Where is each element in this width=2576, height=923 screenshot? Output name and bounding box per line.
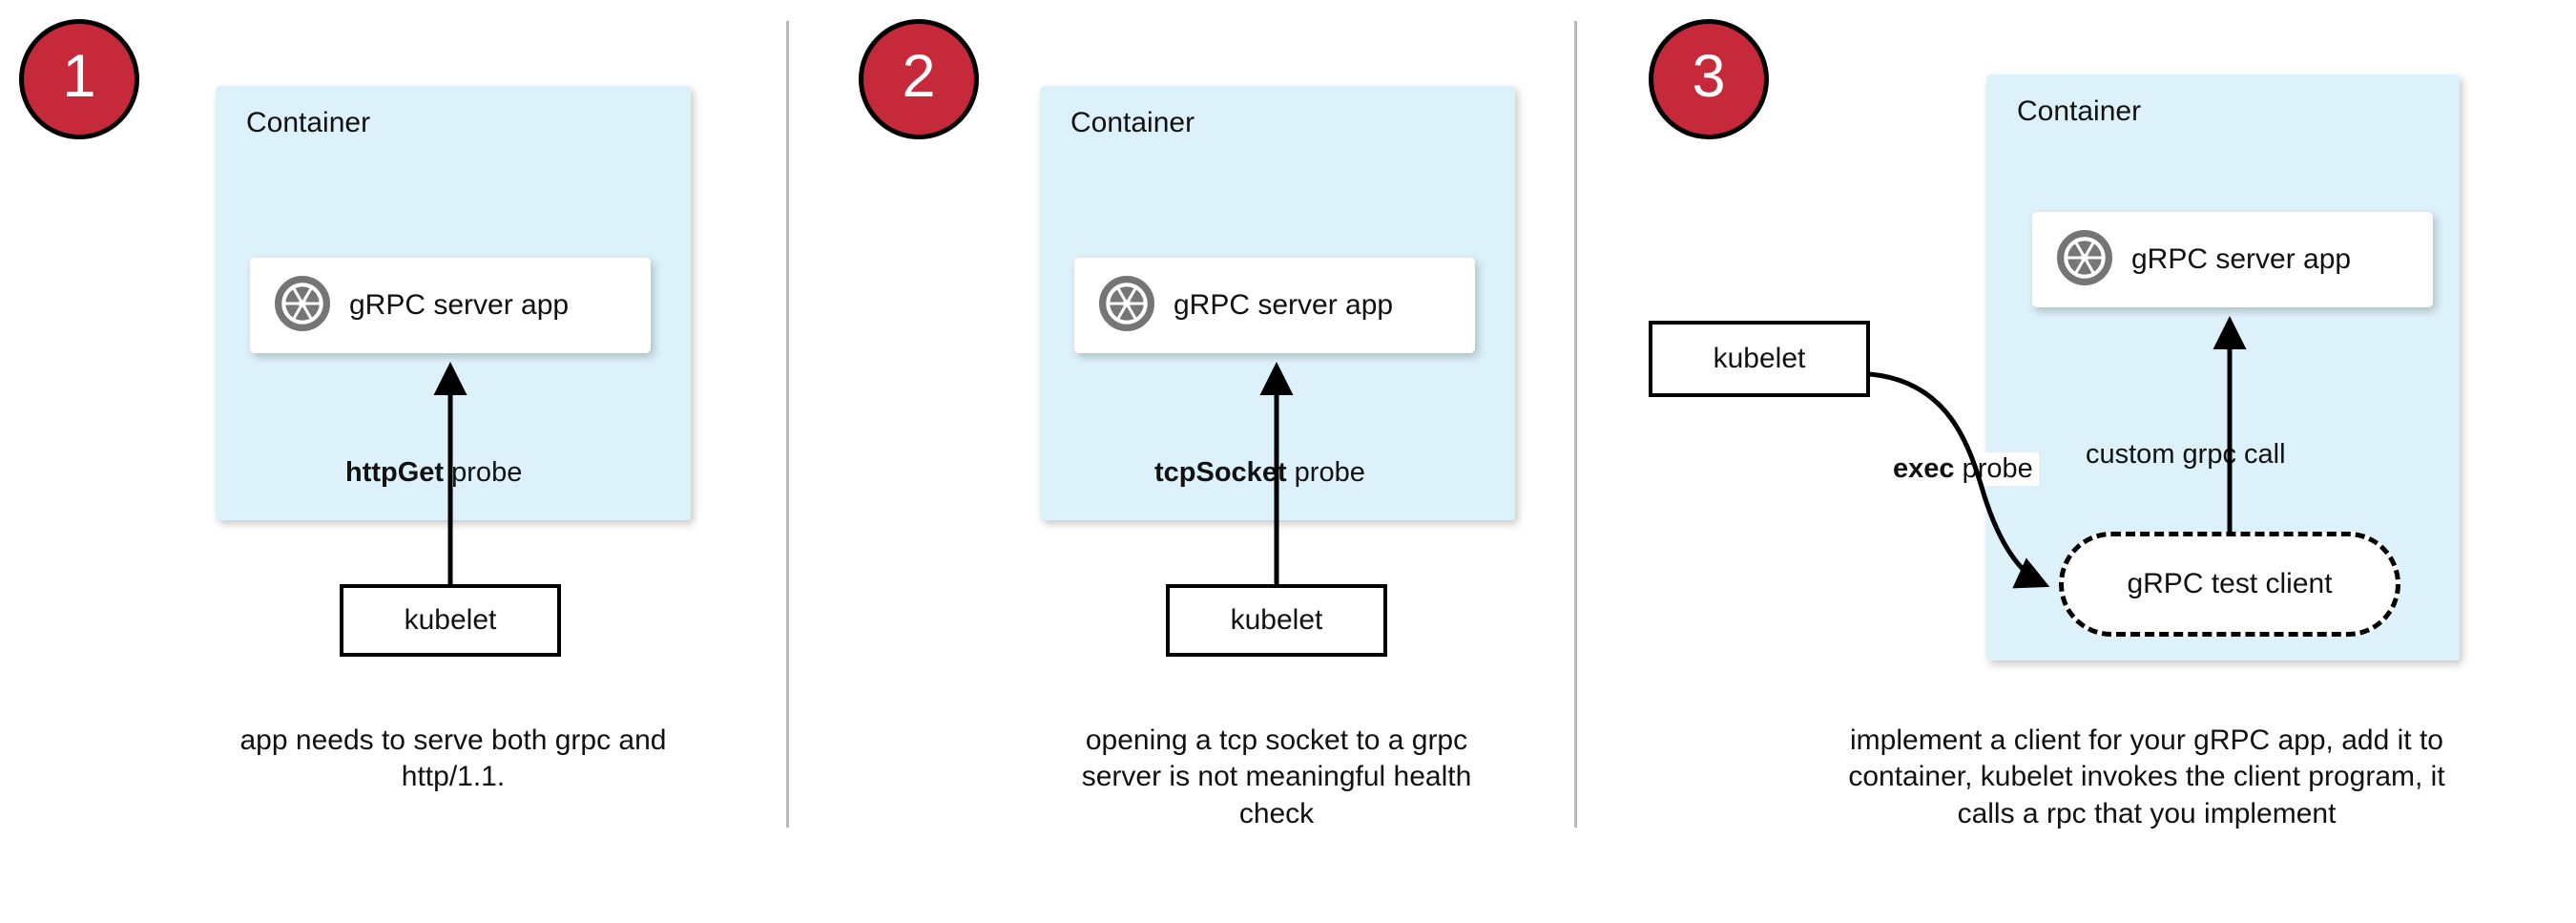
probe-keyword-2: tcpSocket	[1154, 457, 1287, 488]
panel-divider-1	[786, 21, 789, 828]
kubelet-box-1: kubelet	[340, 584, 561, 657]
kubelet-label-3: kubelet	[1713, 343, 1806, 374]
grpc-server-app-label-3: gRPC server app	[2131, 243, 2352, 275]
container-label-3: Container	[2017, 95, 2142, 127]
grpc-server-app-label-2: gRPC server app	[1174, 289, 1394, 321]
probe-suffix-1: probe	[444, 457, 523, 488]
custom-grpc-call-label: custom grpc call	[2080, 438, 2292, 472]
grpc-aperture-icon	[1099, 275, 1154, 336]
grpc-aperture-icon	[275, 275, 330, 336]
step-badge-1: 1	[19, 19, 139, 139]
kubelet-label-2: kubelet	[1230, 604, 1323, 636]
grpc-server-app-card-3: gRPC server app	[2032, 212, 2433, 307]
panel-caption-2: opening a tcp socket to a grpc server is…	[1081, 724, 1472, 829]
probe-label-2: tcpSocket probe	[1149, 456, 1371, 490]
step-badge-2-number: 2	[902, 42, 936, 110]
kubelet-label-1: kubelet	[404, 604, 497, 636]
container-label-1: Container	[246, 107, 371, 138]
kubelet-box-3: kubelet	[1649, 321, 1870, 397]
probe-suffix-2: probe	[1286, 457, 1365, 488]
grpc-server-app-label-1: gRPC server app	[349, 289, 570, 321]
grpc-test-client-pill: gRPC test client	[2059, 532, 2400, 637]
exec-probe-label: exec probe	[1887, 452, 2039, 486]
grpc-server-app-card-2: gRPC server app	[1074, 258, 1475, 353]
probe-keyword-1: httpGet	[345, 457, 445, 488]
probe-keyword-3: exec	[1893, 453, 1955, 484]
grpc-test-client-label: gRPC test client	[2127, 568, 2333, 599]
panel-caption-1: app needs to serve both grpc and http/1.…	[239, 724, 667, 793]
step-badge-2: 2	[859, 19, 979, 139]
panel-caption-3: implement a client for your gRPC app, ad…	[1848, 724, 2445, 829]
step-badge-3-number: 3	[1692, 42, 1726, 110]
step-badge-1-number: 1	[62, 42, 96, 110]
grpc-server-app-card-1: gRPC server app	[250, 258, 651, 353]
container-label-2: Container	[1070, 107, 1195, 138]
panel-divider-2	[1574, 21, 1577, 828]
kubelet-box-2: kubelet	[1166, 584, 1387, 657]
grpc-aperture-icon	[2057, 229, 2112, 290]
probe-label-1: httpGet probe	[340, 456, 529, 490]
step-badge-3: 3	[1649, 19, 1769, 139]
probe-suffix-3: probe	[1954, 453, 2033, 484]
